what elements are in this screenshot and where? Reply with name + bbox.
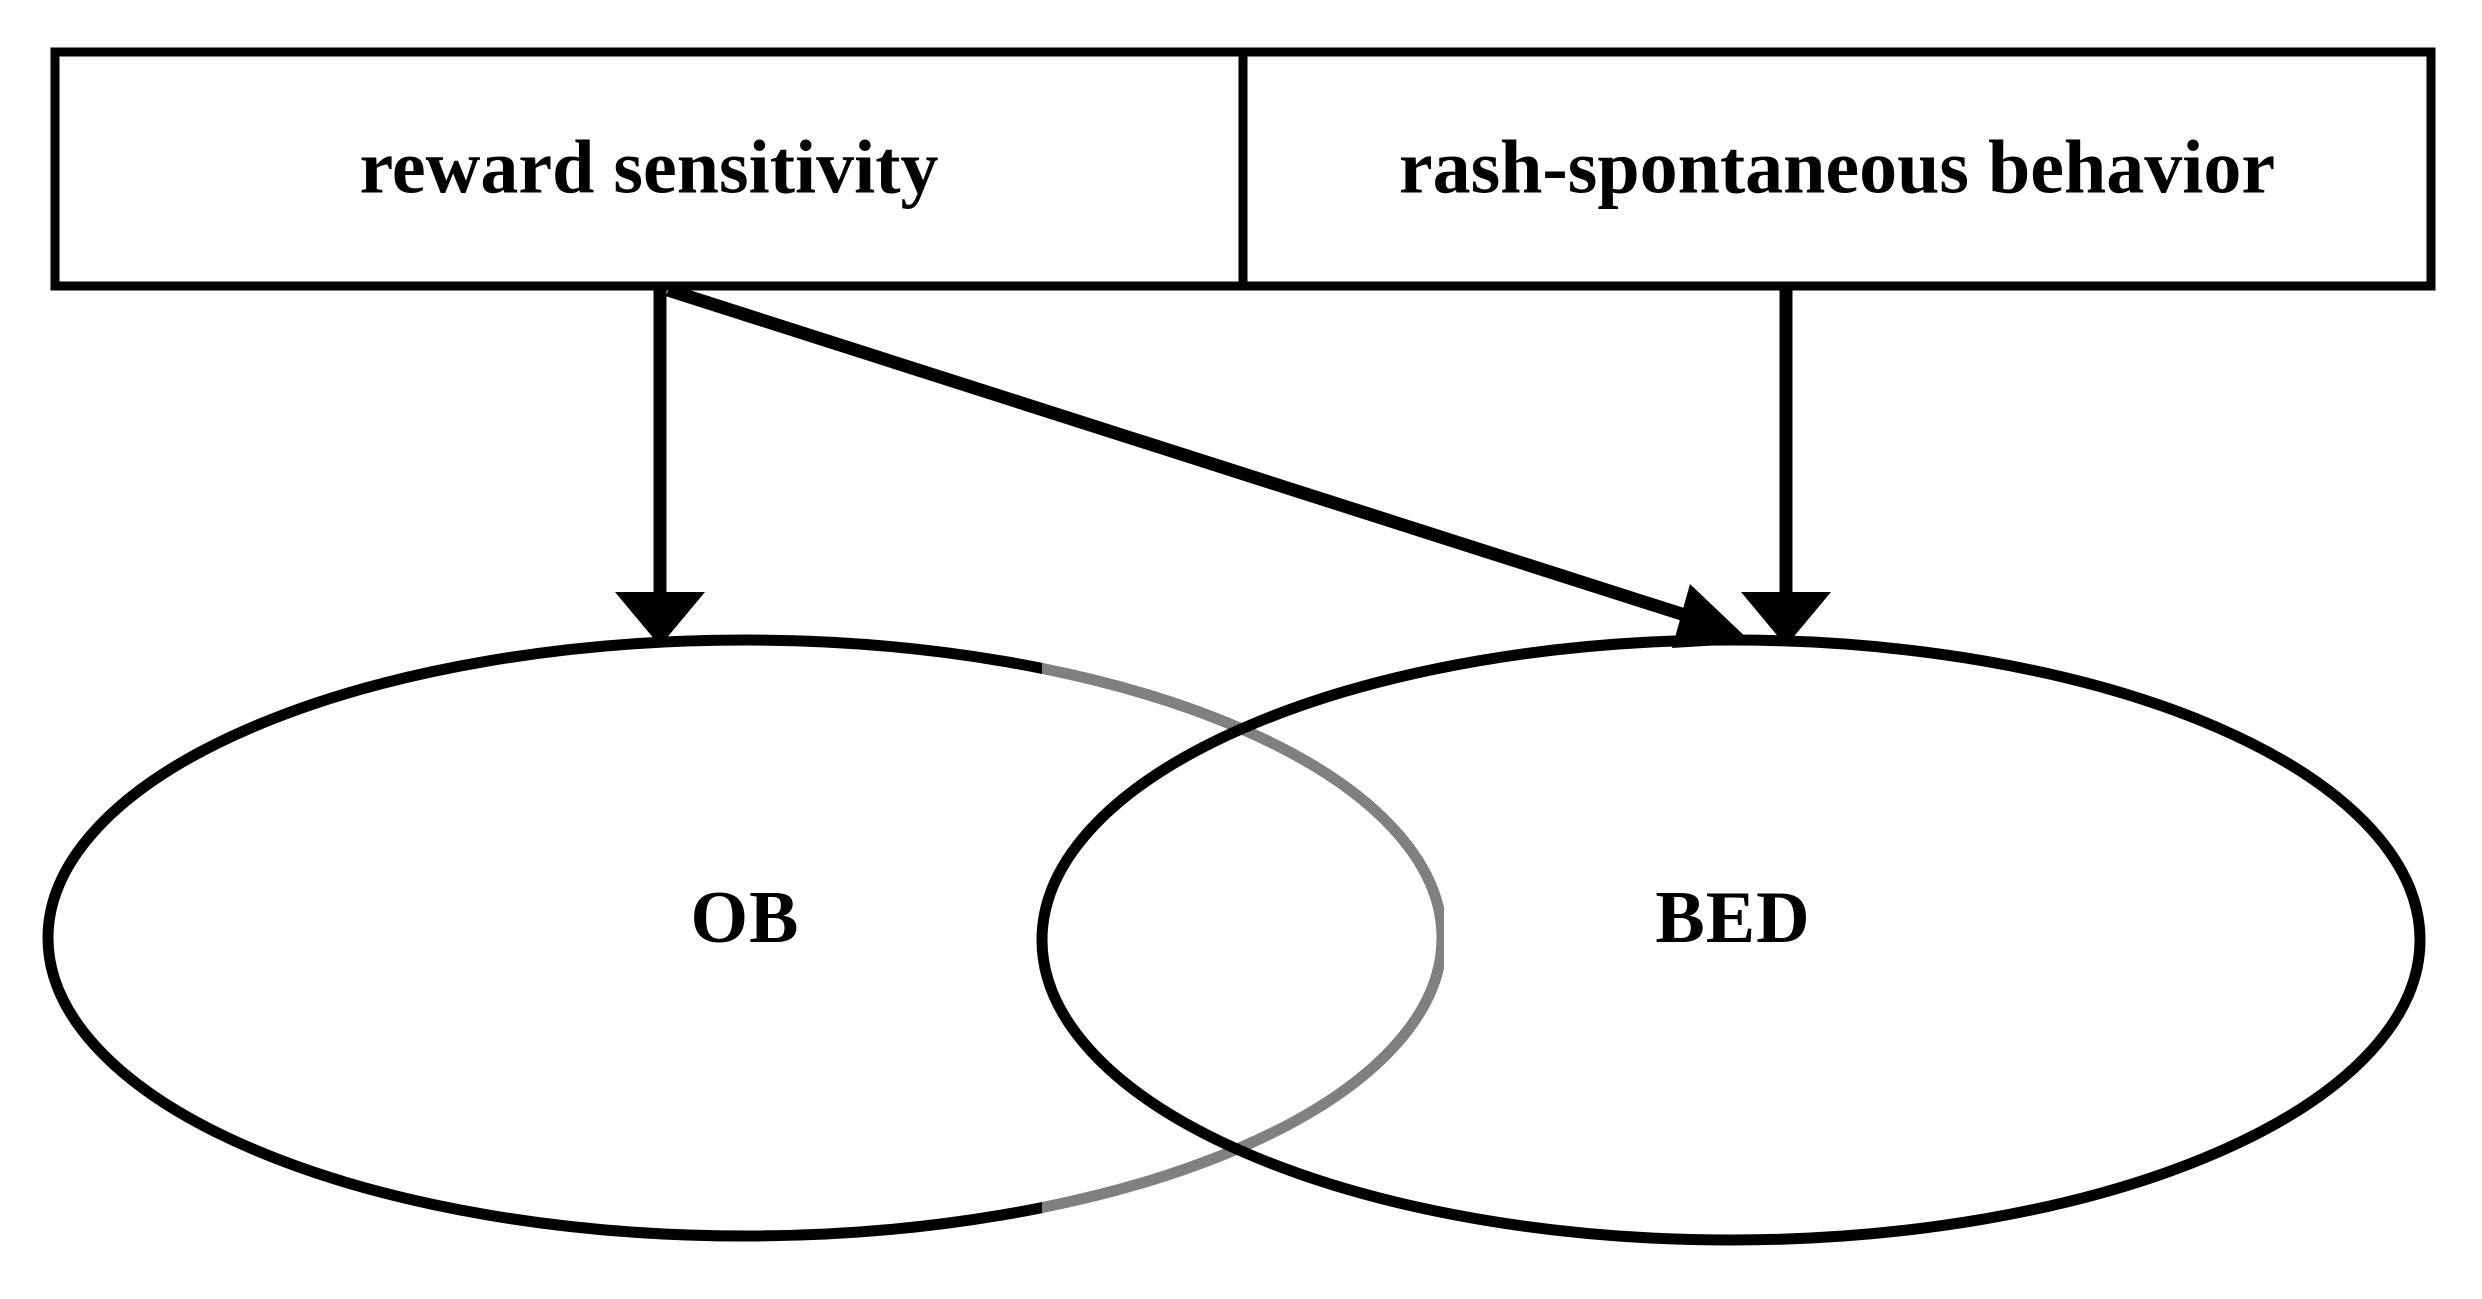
arrow-reward-sensitivity-to-bed [666, 283, 1752, 648]
box-label-rash-spontaneous-behavior: rash-spontaneous behavior [1399, 125, 2275, 209]
arrows-group [615, 283, 1831, 648]
ellipse-label-bed: BED [1655, 877, 1810, 959]
arrow-head-icon [615, 592, 705, 646]
box-rash-spontaneous-behavior[interactable] [1238, 47, 2436, 291]
arrow-reward-sensitivity-to-ob [615, 288, 705, 646]
arrow-head-icon [1672, 584, 1752, 648]
ellipse-ob-overlap-arc [1042, 662, 1444, 1214]
venn-group: OB BED [42, 634, 2426, 1246]
arrow-head-icon [1741, 592, 1831, 646]
antecedent-boxes-group: reward sensitivity rash-spontaneous beha… [50, 47, 2436, 291]
arrow-rash-spontaneous-behavior-to-bed [1741, 288, 1831, 646]
arrow-shaft [666, 283, 1718, 632]
ellipse-ob[interactable] [42, 634, 1442, 1242]
box-reward-sensitivity[interactable] [50, 47, 1248, 291]
ellipse-bed[interactable] [1036, 634, 2426, 1246]
ellipse-label-ob: OB [691, 877, 800, 959]
box-label-reward-sensitivity: reward sensitivity [359, 125, 938, 209]
